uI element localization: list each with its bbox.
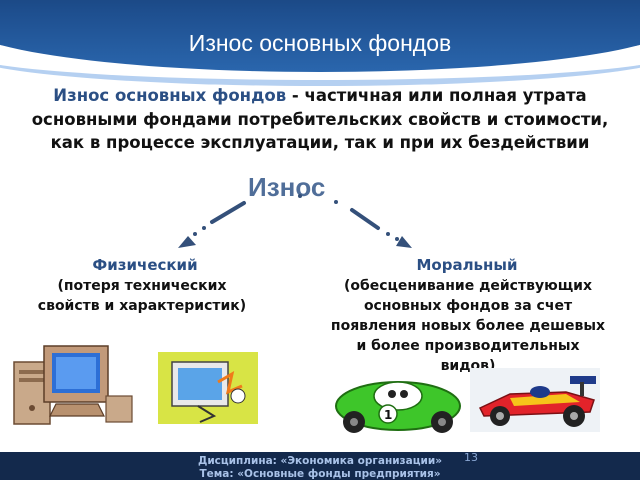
footer-band: Дисциплина: «Экономика организации» Тема… [0,452,640,480]
header-glow [0,30,640,86]
right-arrow [350,208,412,248]
center-label: Износ [248,172,326,202]
definition-text: Износ основных фондов - частичная или по… [28,84,612,155]
slide-title: Износ основных фондов [188,30,452,56]
moral-title: Моральный [416,256,518,274]
definition-term: Износ основных фондов [53,86,287,105]
green-car-icon: 1 [335,381,461,433]
moral-desc: (обесценивание действующих основных фонд… [330,278,606,374]
physical-desc: (потеря технических свойств и характерис… [37,278,247,314]
definition-rest: - частичная или полная утрата основными … [31,86,609,152]
page-number: 13 [464,451,478,464]
left-arrow [178,201,246,248]
formula-car-icon [470,368,600,432]
computer-icon [13,345,133,425]
physical-title: Физический [92,256,198,274]
svg-text:1: 1 [384,408,392,422]
broken-monitor-icon [158,352,258,424]
footer-topic: Тема: «Основные фонды предприятия» [199,468,441,480]
footer-discipline: Дисциплина: «Экономика организации» [197,455,443,467]
